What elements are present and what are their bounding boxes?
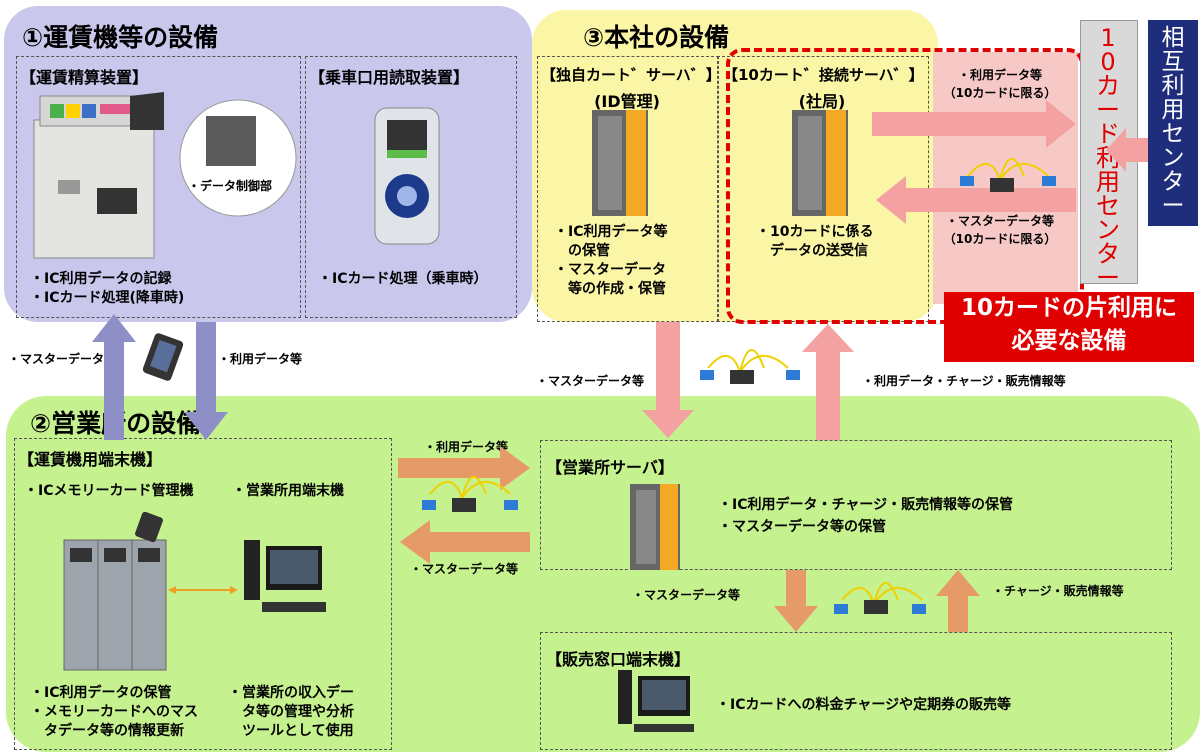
mutual-center-label: 相互利用センター [1161,25,1185,219]
arrow-master-from-center [876,176,1076,224]
data-control-unit-callout-icon [97,99,297,217]
arrow-usage-right [398,446,530,490]
arrow-usage-label: ・利用データ等 [424,440,509,454]
network-icon-office [429,476,511,499]
section1-title: ①運賃機等の設備 [22,23,219,52]
office-equipment-region [6,396,1200,752]
arrow-usage-up-hq [802,324,854,440]
data-control-label-svg: ・データ制御部 [188,178,272,193]
ic-card-icon [142,333,184,381]
arrow-master-down-hq [642,322,694,438]
mutual-center-box [1148,20,1198,226]
arrow-usage-to-center [872,100,1076,148]
mid-master-hq-label: ・マスターデータ等 [536,374,645,388]
sales-desc: ・ICカードへの料金チャージや定期券の販売等 [716,697,1012,713]
fare-machine-box [16,56,301,318]
arrow-master-left [400,520,530,564]
tencard-server-header: 【10カート゛接続サーハ゛】 [723,66,924,84]
network-icon-hq [967,158,1049,181]
mid-usage-left-label: ・利用データ等 [218,352,303,366]
desktop-pc-icon-office [244,540,326,612]
own-server-desc: ・IC利用データ等 の保管 ・マスターデータ 等の作成・保管 [554,224,668,297]
network-icon-sales [841,582,923,605]
office-server-desc: ・IC利用データ・チャージ・販売情報等の保管 ・マスターデータ等の保管 [718,497,1014,535]
memory-card-cabinet-icon [63,511,167,671]
arrow-mutual-to-center [1106,128,1148,172]
tencard-server-desc: ・10カードに係る データの送受信 [756,224,874,259]
own-server-header: 【独自カート゛サーハ゛】 [541,66,721,84]
office-pc-label: ・営業所用端末機 [232,483,344,499]
own-server-sub: (ID管理) [594,92,660,111]
reader-box [305,56,517,318]
office-server-box [540,440,1172,570]
terminal-desc-left: ・IC利用データの保管 ・メモリーカードへのマス タデータ等の情報更新 [30,685,198,739]
section3-title: ③本社の設備 [583,23,730,52]
desktop-pc-icon-sales [618,670,694,732]
tencard-master-label: ・マスターデータ等 （10カードに限る） [943,214,1057,246]
terminal-box [14,438,392,750]
fare-machine-header: 【運賃精算装置】 [20,68,149,87]
fare-machine-desc: ・IC利用データの記録 ・ICカード処理(降車時) [30,271,185,306]
own-server-icon [592,110,648,216]
own-server-box [537,56,719,322]
reader-desc: ・ICカード処理（乗車時） [318,271,488,287]
sales-header: 【販売窓口端末機】 [546,650,691,669]
up-charge-label: ・チャージ・販売情報等 [992,584,1124,598]
tencard-callout: 10カードの片利用に 必要な設備 [944,292,1194,362]
terminal-header: 【運賃機用端末機】 [18,450,163,469]
arrow-master-up [92,314,136,440]
down-master-label: ・マスターデータ等 [632,588,741,602]
reader-header: 【乗車口用読取装置】 [309,68,470,87]
arrow-master-label: ・マスターデータ等 [410,562,519,576]
fare-adjustment-machine-icon [33,92,164,259]
boarding-reader-icon [374,107,440,245]
office-server-header: 【営業所サーバ】 [546,458,674,477]
network-icon-mid [707,349,789,373]
memory-manager-label: ・ICメモリーカード管理機 [24,483,194,499]
arrow-charge-up-sales [936,570,980,632]
sales-box [540,632,1172,750]
office-server-icon [630,484,680,570]
tencard-center-label: 10カード利用センター [1096,24,1120,292]
arrow-usage-down [184,322,228,440]
tencard-server-sub: (社局) [798,92,846,111]
mid-usage-hq-label: ・利用データ・チャージ・販売情報等 [862,374,1066,388]
tencard-usage-label: ・利用データ等 （10カードに限る） [943,68,1057,100]
terminal-desc-right: ・営業所の収入デー タ等の管理や分析 ツールとして使用 [228,685,354,739]
tencard-server-icon [792,110,848,216]
arrow-master-down-sales [774,570,818,632]
mid-master-left-label: ・マスターデータ等 [8,352,117,366]
